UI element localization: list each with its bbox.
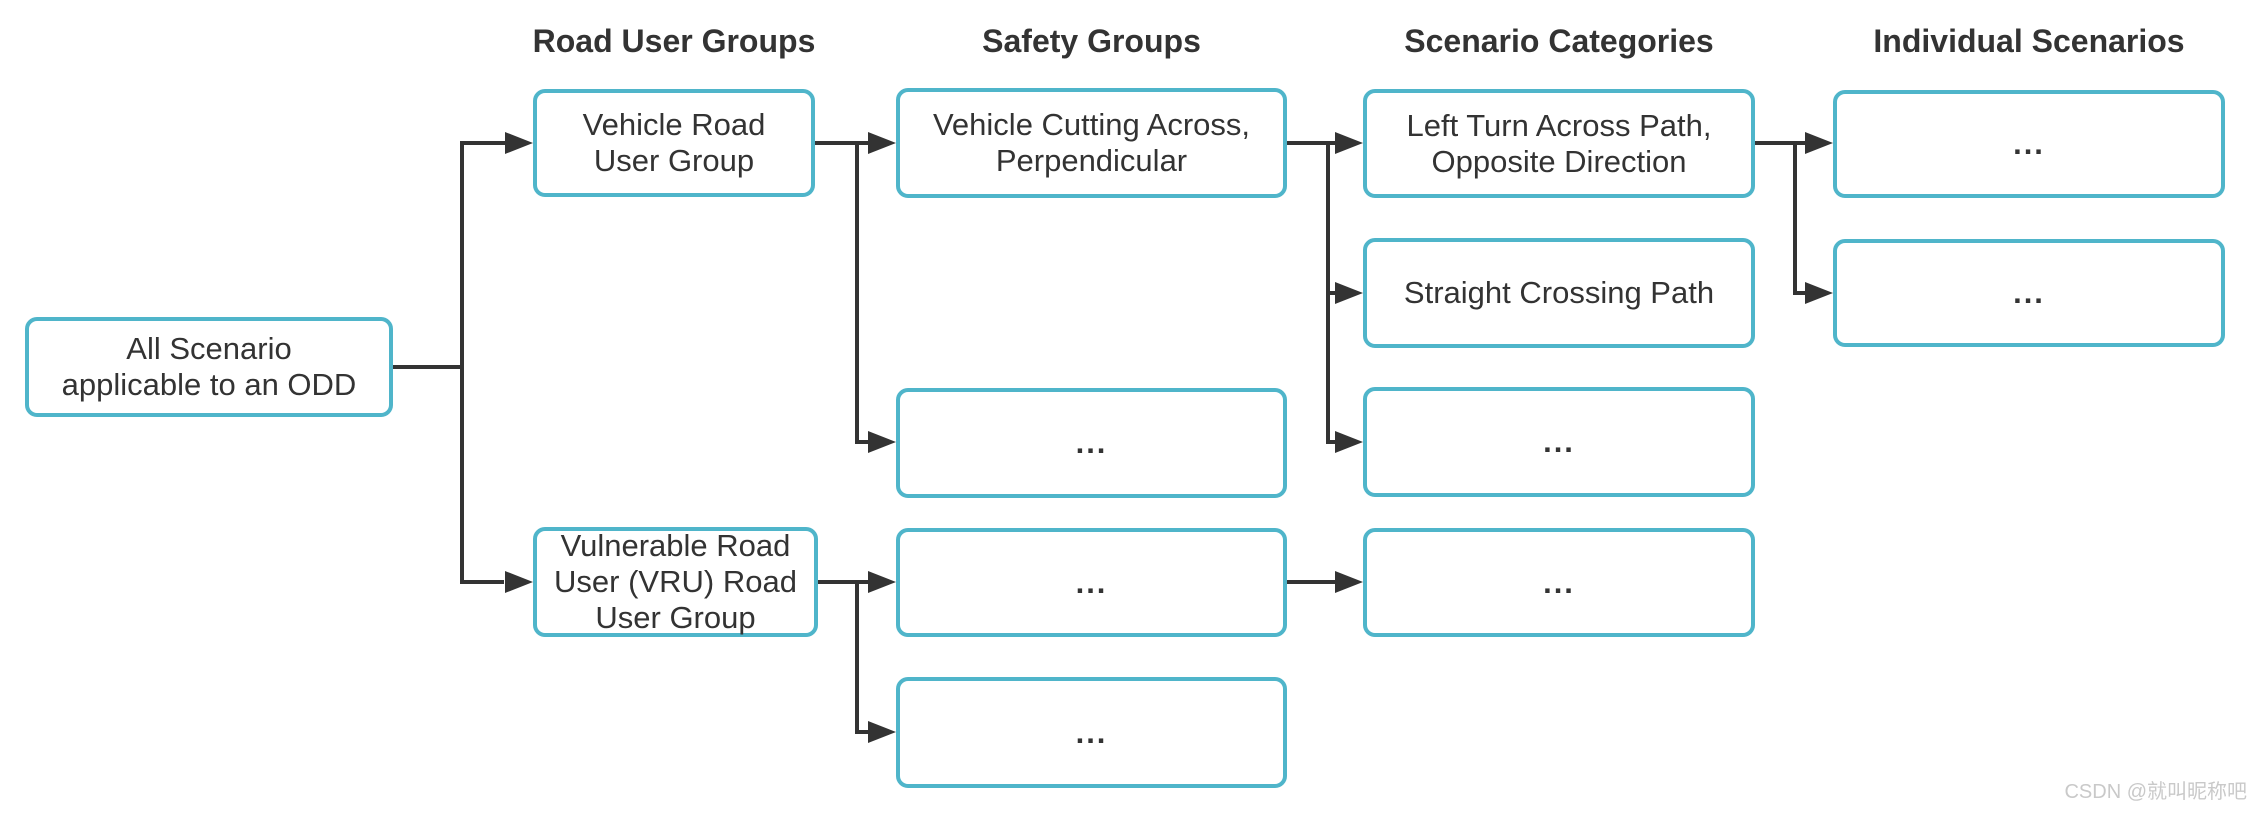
- arrowhead: [868, 132, 896, 154]
- csdn-watermark: CSDN @就叫昵称吧: [2064, 781, 2247, 803]
- column-header-scenario-categories: Scenario Categories: [1404, 22, 1714, 59]
- connector-vru-to-safety-row5: [855, 582, 868, 734]
- arrowhead: [1335, 132, 1363, 154]
- node-straight-crossing-path: Straight Crossing Path: [1363, 238, 1755, 348]
- arrowhead: [868, 431, 896, 453]
- node-left-turn-across-path: Left Turn Across Path, Opposite Directio…: [1363, 89, 1755, 198]
- connector-cutting-trunk: [1326, 143, 1335, 444]
- node-scenario-category-ellipsis-2: ...: [1363, 528, 1755, 637]
- arrowhead: [1335, 571, 1363, 593]
- node-individual-scenario-ellipsis-1: ...: [1833, 90, 2225, 198]
- column-header-safety-groups: Safety Groups: [982, 22, 1201, 59]
- arrowhead: [1805, 282, 1833, 304]
- connector-leftturn-to-individual-row2: [1793, 143, 1805, 295]
- node-safety-group-ellipsis-1: ...: [896, 388, 1287, 498]
- arrowhead: [505, 571, 533, 593]
- node-individual-scenario-ellipsis-2: ...: [1833, 239, 2225, 347]
- arrowhead: [868, 721, 896, 743]
- node-scenario-category-ellipsis-1: ...: [1363, 387, 1755, 497]
- node-vehicle-road-user-group: Vehicle Road User Group: [533, 89, 815, 197]
- column-header-road-user-groups: Road User Groups: [532, 22, 816, 59]
- arrowhead: [1335, 431, 1363, 453]
- node-safety-group-ellipsis-2: ...: [896, 528, 1287, 637]
- arrowhead: [1335, 282, 1363, 304]
- node-vru-road-user-group: Vulnerable Road User (VRU) Road User Gro…: [533, 527, 818, 637]
- node-vehicle-cutting-across: Vehicle Cutting Across, Perpendicular: [896, 88, 1287, 198]
- arrowhead: [868, 571, 896, 593]
- node-safety-group-ellipsis-3: ...: [896, 677, 1287, 788]
- connector-root-trunk: [460, 141, 505, 584]
- connector-vehicle-to-safety-row3: [855, 143, 868, 444]
- node-all-scenario-odd: All Scenario applicable to an ODD: [25, 317, 393, 417]
- column-header-individual-scenarios: Individual Scenarios: [1873, 22, 2185, 59]
- arrowhead: [505, 132, 533, 154]
- arrowhead: [1805, 132, 1833, 154]
